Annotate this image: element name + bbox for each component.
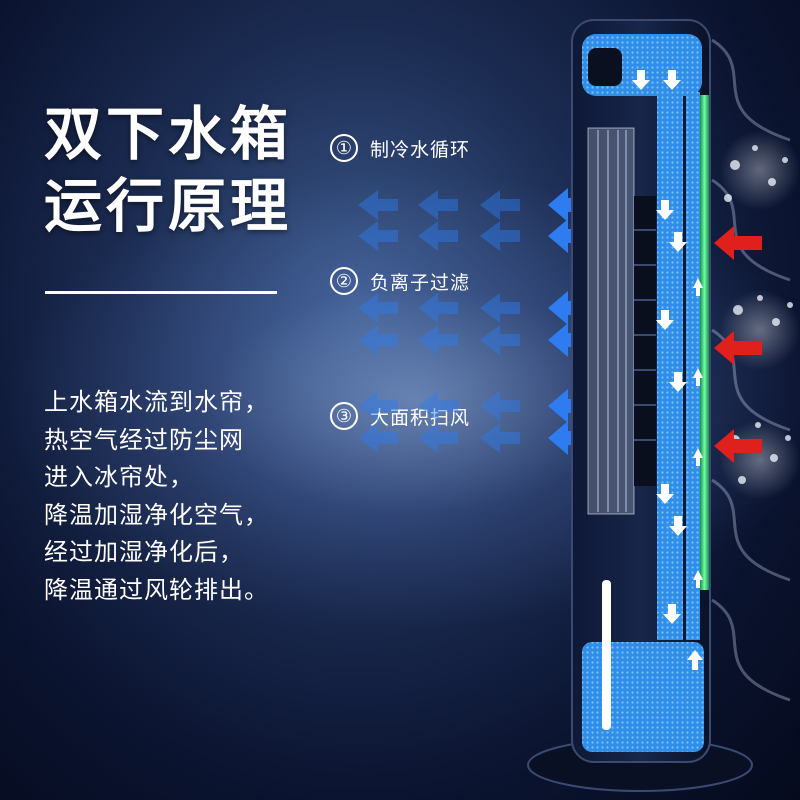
ice-curtain-ribs bbox=[597, 130, 627, 512]
description-line: 热空气经过防尘网 bbox=[44, 425, 244, 454]
feature-number: ② bbox=[330, 267, 358, 295]
feature-item-wide-swing: ③ 大面积扫风 bbox=[330, 396, 470, 436]
hot-air-inflow-arrows bbox=[714, 226, 762, 463]
feature-label: 大面积扫风 bbox=[370, 406, 471, 429]
feature-number: ① bbox=[330, 134, 358, 162]
dust-filter-screen bbox=[700, 95, 709, 590]
fan-wheel-blades bbox=[634, 229, 656, 441]
headline-line-1: 双下水箱 bbox=[44, 100, 293, 168]
feature-item-anion: ② 负离子过滤 bbox=[330, 261, 470, 301]
feature-number: ③ bbox=[330, 402, 358, 430]
return-flow-arrows bbox=[687, 278, 703, 670]
lower-water-tank bbox=[582, 642, 704, 752]
ice-curtain bbox=[587, 127, 635, 515]
description-line: 降温通过风轮排出。 bbox=[44, 575, 269, 604]
description-line: 降温加湿净化空气， bbox=[44, 500, 269, 529]
water-flow-arrows bbox=[632, 70, 687, 624]
principle-description: 上水箱水流到水帘， 热空气经过防尘网 进入冰帘处， 降温加湿净化空气， 经过加湿… bbox=[44, 384, 269, 609]
tower-fan bbox=[527, 19, 753, 792]
return-channel bbox=[686, 92, 700, 640]
water-level-gauge bbox=[602, 580, 611, 730]
control-panel-display bbox=[588, 48, 622, 86]
feature-item-cooling: ① 制冷水循环 bbox=[330, 128, 470, 168]
feature-label: 负离子过滤 bbox=[370, 271, 471, 294]
feature-label: 制冷水循环 bbox=[370, 138, 471, 161]
water-channel bbox=[657, 92, 683, 640]
headline-divider bbox=[45, 291, 277, 294]
headline-line-2: 运行原理 bbox=[44, 172, 293, 240]
fan-wheel bbox=[634, 196, 656, 486]
description-line: 进入冰帘处， bbox=[44, 463, 194, 491]
headline: 双下水箱 运行原理 bbox=[44, 98, 292, 242]
description-line: 经过加湿净化后， bbox=[44, 538, 244, 566]
particle-cloud bbox=[720, 130, 800, 210]
outflow-wind-arrows bbox=[358, 188, 592, 455]
description-line: 上水箱水流到水帘， bbox=[44, 388, 269, 416]
